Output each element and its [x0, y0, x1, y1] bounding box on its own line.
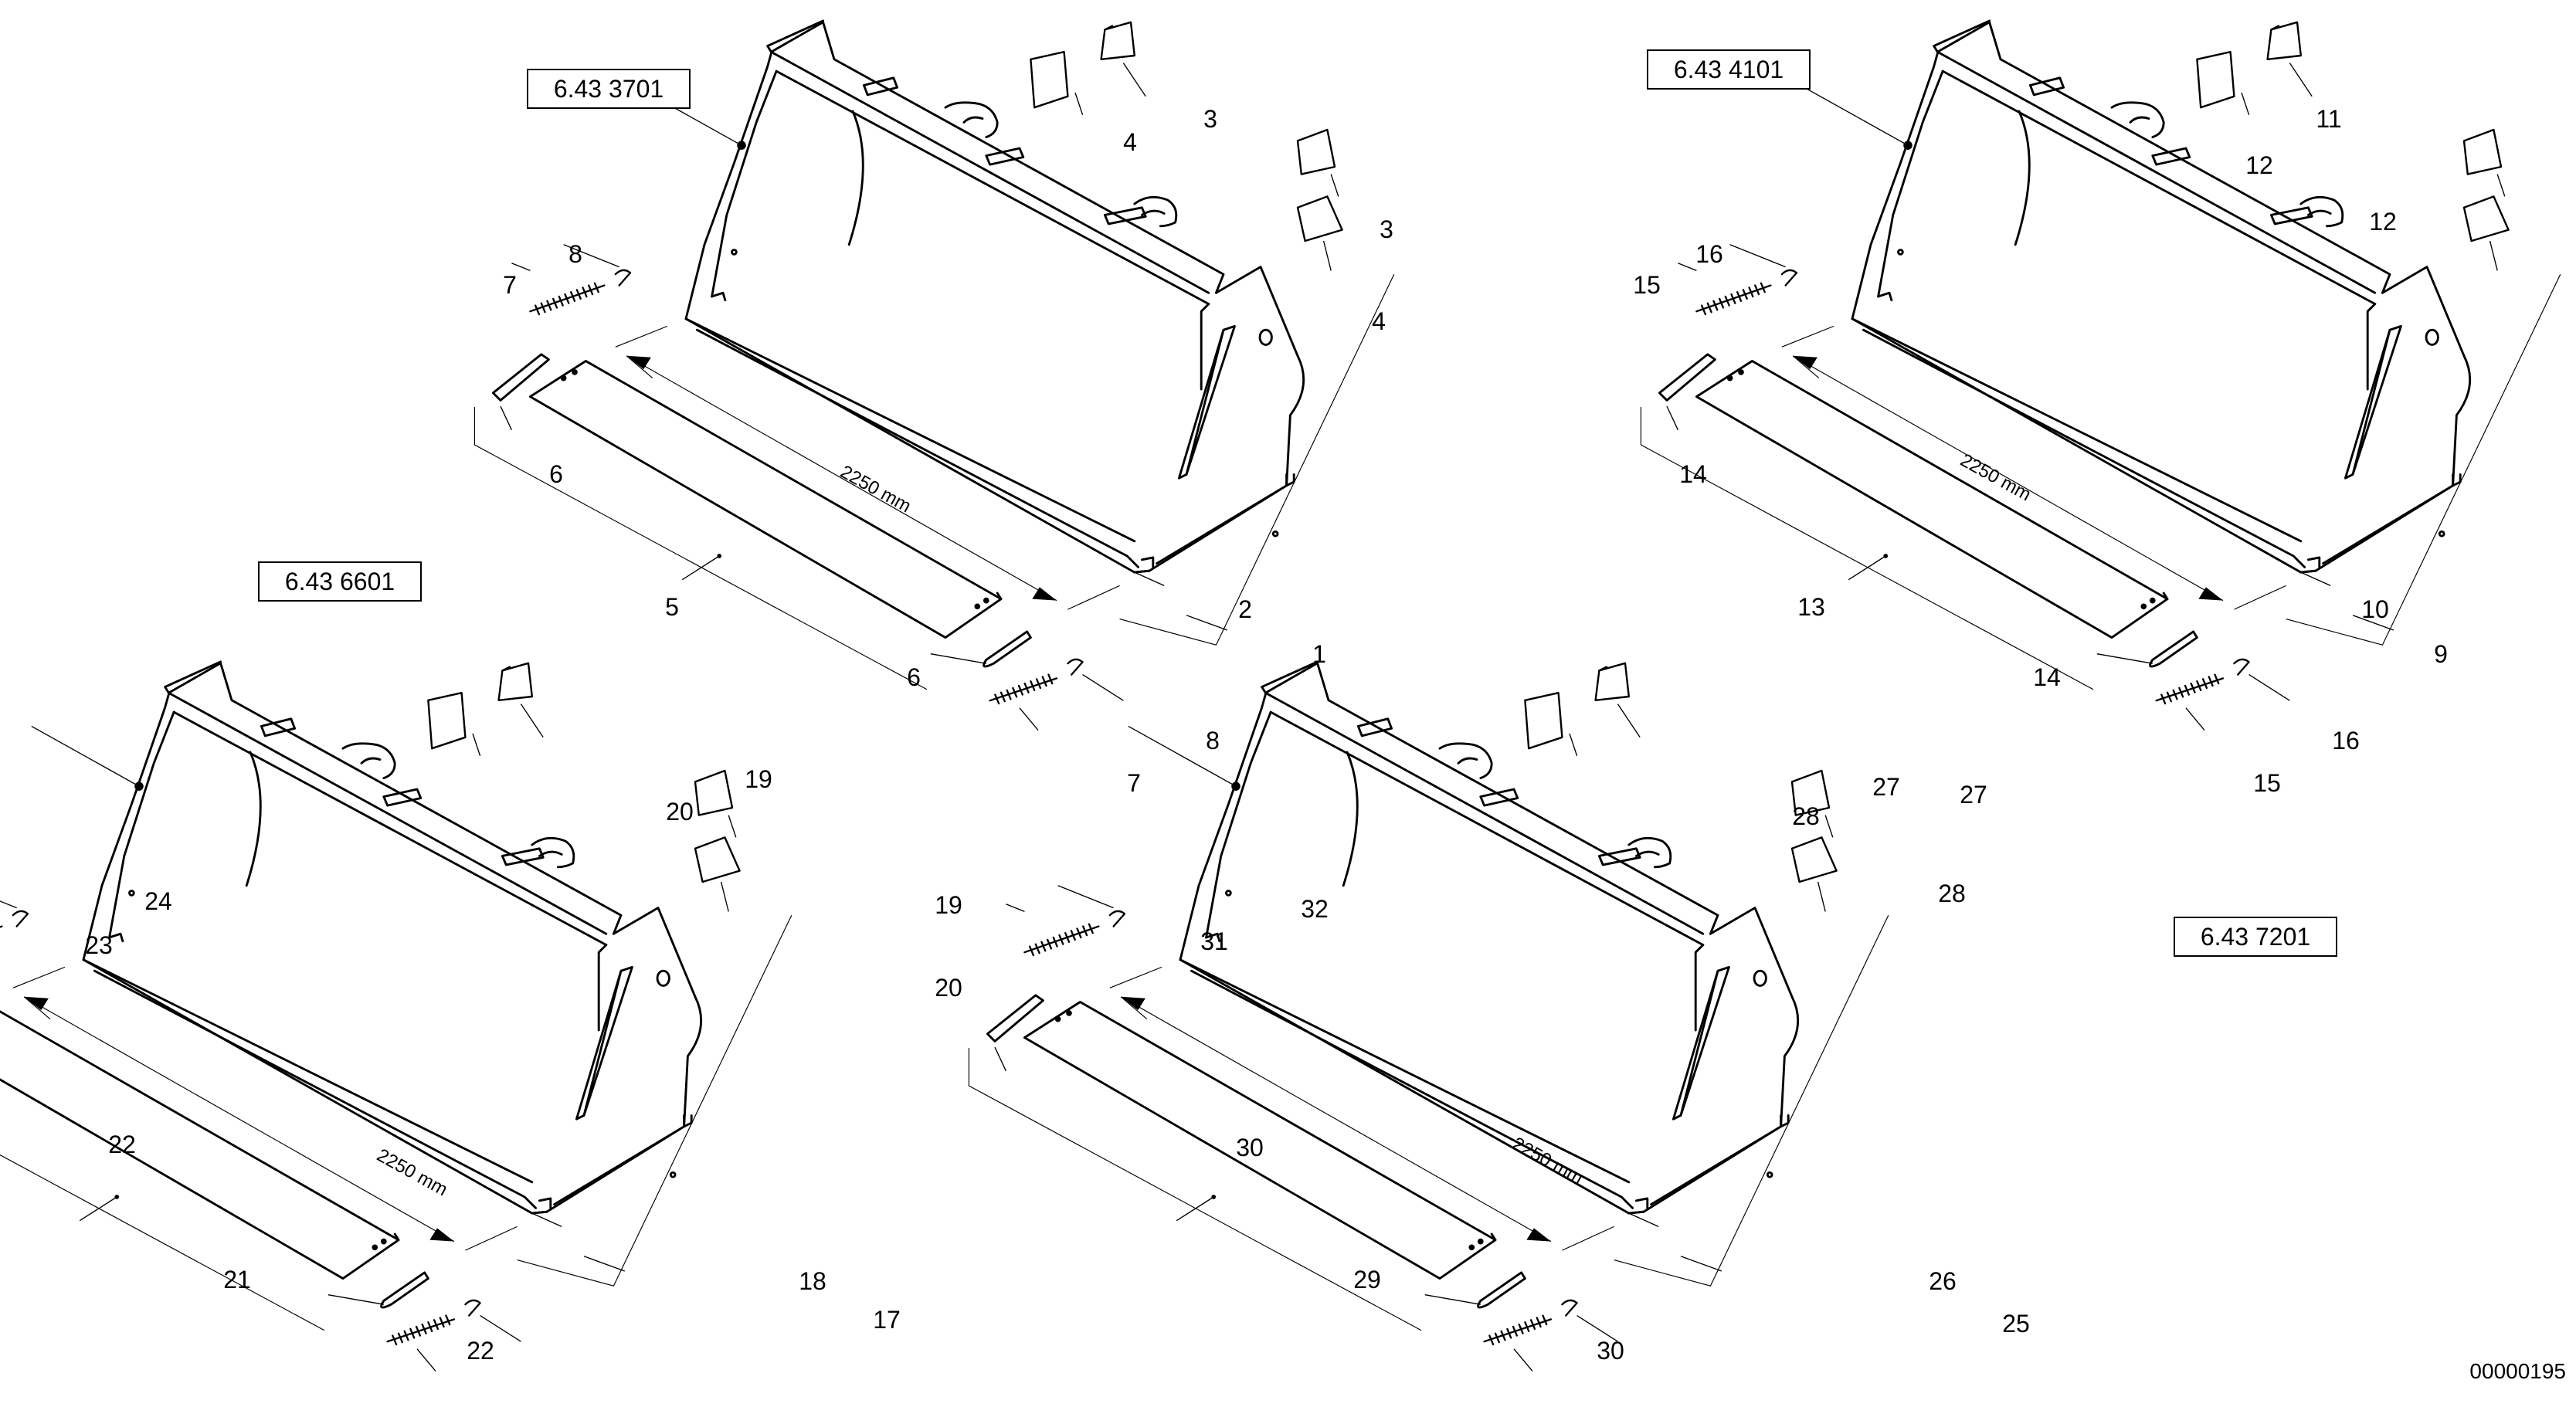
part-label: 14: [1679, 460, 1707, 488]
dimension-label: 2250 mm: [837, 461, 915, 517]
part-label: 4: [1372, 307, 1386, 335]
part-label: 21: [223, 1266, 251, 1293]
part-label: 7: [1127, 769, 1141, 797]
part-label: 16: [2332, 727, 2360, 754]
document-number: 00000195: [2469, 1359, 2566, 1383]
part-label: 31: [1200, 927, 1228, 955]
part-label: 18: [799, 1267, 826, 1295]
part-label: 15: [2253, 769, 2281, 797]
part-label: 15: [1633, 271, 1661, 299]
assembly-top-left: [473, 19, 1396, 732]
reference-box-bottom-right: 6.43 7201: [2174, 917, 2337, 957]
part-label: 7: [503, 271, 517, 299]
part-label: 3: [1380, 215, 1393, 243]
part-label: 4: [1123, 128, 1137, 156]
reference-label: 6.43 7201: [2201, 923, 2310, 951]
part-label: 1: [1312, 640, 1326, 668]
part-label: 28: [1792, 802, 1820, 830]
part-label: 3: [1203, 105, 1217, 133]
part-label: 30: [1236, 1134, 1264, 1161]
assembly-bottom-right: [967, 660, 1890, 1373]
part-label: 2: [1238, 595, 1252, 623]
part-label: 27: [1960, 781, 1987, 809]
part-label: 9: [2434, 640, 2448, 668]
part-label: 13: [1797, 593, 1825, 621]
part-label: 29: [1353, 1266, 1381, 1293]
part-label: 6: [907, 663, 921, 691]
part-label: 22: [108, 1131, 136, 1158]
reference-label: 6.43 6601: [285, 568, 395, 595]
part-label: 5: [665, 593, 679, 621]
part-label: 19: [745, 765, 772, 793]
assembly-bottom-left: [0, 660, 793, 1373]
dimension-label: 2250 mm: [1957, 449, 2035, 505]
part-label: 25: [2002, 1310, 2030, 1337]
part-label: 23: [85, 931, 113, 959]
reference-box-bottom-left: 6.43 6601: [258, 561, 422, 602]
part-label: 6: [549, 460, 563, 488]
reference-label: 6.43 4101: [1674, 56, 1784, 83]
part-label: 28: [1938, 880, 1966, 907]
part-label: 14: [2033, 663, 2061, 691]
part-label: 17: [873, 1306, 901, 1334]
part-label: 8: [1206, 727, 1220, 754]
part-label: 12: [2245, 151, 2273, 179]
part-label: 24: [144, 887, 172, 915]
reference-box-top-right: 6.43 4101: [1647, 49, 1811, 90]
part-label: 12: [2369, 208, 2397, 236]
part-label: 10: [2361, 595, 2389, 623]
part-label: 20: [935, 974, 962, 1002]
part-label: 30: [1597, 1337, 1624, 1365]
part-label: 11: [2316, 105, 2341, 133]
part-label: 19: [935, 891, 962, 919]
part-label: 16: [1695, 240, 1723, 268]
part-label: 27: [1872, 773, 1900, 801]
part-label: 22: [467, 1337, 494, 1365]
part-label: 8: [568, 240, 582, 268]
part-label: 20: [666, 798, 694, 826]
reference-box-top-left: 6.43 3701: [527, 69, 691, 109]
reference-label: 6.43 3701: [554, 75, 664, 103]
part-label: 32: [1301, 895, 1329, 923]
part-label: 26: [1929, 1267, 1957, 1295]
assembly-top-right: [1639, 19, 2562, 732]
